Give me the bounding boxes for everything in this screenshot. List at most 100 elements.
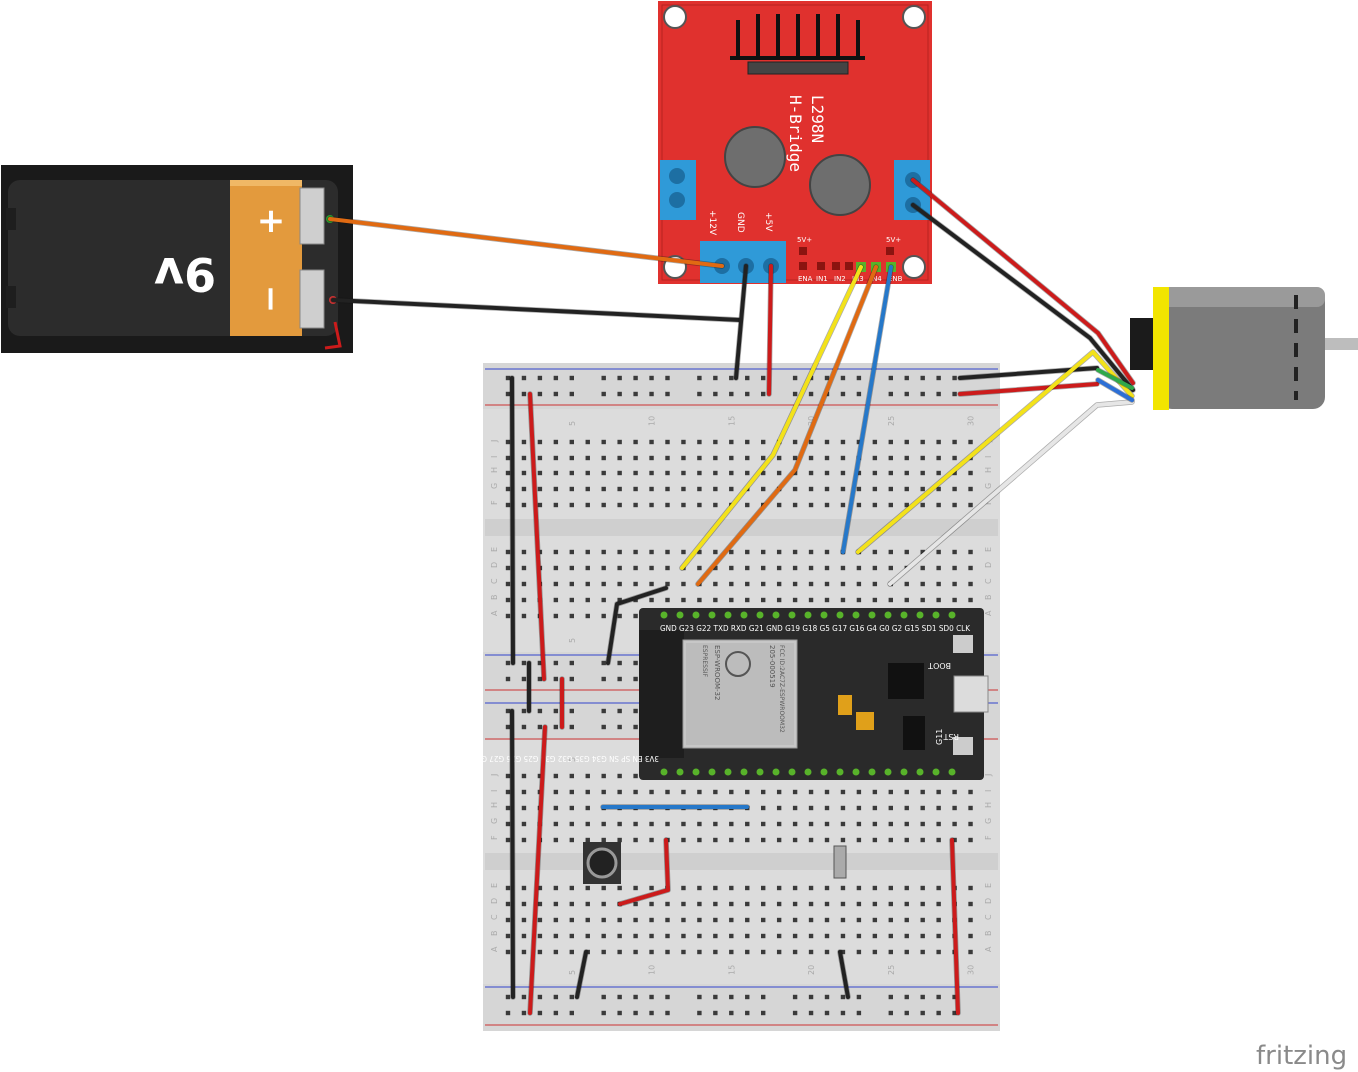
esp32-pin: [724, 768, 732, 776]
breadboard-hole: [585, 933, 590, 939]
breadboard-hole: [776, 789, 782, 795]
row-letter: G: [490, 483, 499, 489]
breadboard-hole: [681, 455, 686, 461]
breadboard-hole: [569, 486, 574, 492]
breadboard-hole: [888, 885, 893, 891]
breadboard-hole: [920, 470, 925, 476]
breadboard-hole: [920, 455, 925, 461]
breadboard-hole: [633, 933, 638, 939]
breadboard-hole: [792, 470, 798, 476]
breadboard-hole: [505, 597, 511, 603]
breadboard-hole: [521, 821, 527, 827]
column-number: 30: [967, 965, 976, 975]
breadboard-hole: [649, 455, 654, 461]
rail-hole: [617, 724, 622, 730]
breadboard-hole: [920, 549, 925, 555]
rail-hole: [633, 724, 638, 730]
breadboard-hole: [713, 470, 718, 476]
breadboard-hole: [952, 439, 957, 445]
breadboard-hole: [713, 502, 718, 508]
rail-hole: [601, 994, 606, 1000]
row-letter: F: [984, 835, 993, 840]
breadboard-hole: [792, 549, 798, 555]
breadboard-hole: [776, 470, 782, 476]
esp32-pin: [932, 611, 940, 619]
breadboard-hole: [553, 805, 559, 811]
esp32-pin: [900, 611, 908, 619]
breadboard-hole: [968, 470, 973, 476]
breadboard-hole: [585, 439, 590, 445]
breadboard-hole: [665, 565, 670, 571]
hbridge-header-5v-right: 5V+: [886, 236, 901, 244]
rail-hole: [505, 994, 511, 1000]
esp32-pin: [692, 768, 700, 776]
rail-hole: [521, 660, 527, 666]
hbridge-pin-in4: IN4: [870, 275, 882, 283]
breadboard-hole: [601, 917, 606, 923]
breadboard-hole: [713, 581, 718, 587]
esp32-pin: [740, 768, 748, 776]
breadboard-hole: [617, 613, 622, 619]
breadboard-hole: [872, 502, 878, 508]
breadboard-hole: [681, 549, 686, 555]
rail-hole: [936, 391, 941, 397]
breadboard-hole: [745, 789, 750, 795]
hbridge-pin-12v: +12V: [707, 210, 717, 236]
breadboard-hole: [776, 805, 782, 811]
breadboard-hole: [761, 581, 766, 587]
rail-hole: [569, 391, 574, 397]
rail-hole: [808, 1010, 814, 1016]
breadboard-hole: [856, 821, 862, 827]
breadboard-hole: [888, 933, 893, 939]
breadboard-hole: [553, 933, 559, 939]
breadboard-hole: [713, 455, 718, 461]
breadboard-hole: [761, 805, 766, 811]
breadboard-hole: [521, 565, 527, 571]
breadboard-hole: [904, 885, 909, 891]
pushbutton: [833, 845, 847, 879]
breadboard-hole: [808, 581, 814, 587]
breadboard-hole: [633, 502, 638, 508]
breadboard-hole: [776, 597, 782, 603]
esp32-g11-label: G11: [935, 729, 944, 745]
breadboard-hole: [617, 565, 622, 571]
rail-hole: [617, 391, 622, 397]
rail-hole: [553, 676, 559, 682]
rail-hole: [633, 994, 638, 1000]
wire-rail-5v: [958, 382, 1099, 396]
breadboard-hole: [888, 805, 893, 811]
rail-hole: [840, 391, 846, 397]
breadboard-hole: [856, 439, 862, 445]
breadboard-hole: [697, 565, 702, 571]
breadboard-hole: [729, 581, 734, 587]
breadboard-hole: [920, 439, 925, 445]
breadboard-hole: [792, 901, 798, 907]
breadboard-hole: [904, 455, 909, 461]
breadboard-hole: [537, 949, 543, 955]
breadboard-hole: [649, 439, 654, 445]
breadboard-hole: [761, 885, 766, 891]
breadboard-hole: [792, 439, 798, 445]
rail-hole: [697, 391, 702, 397]
l298n-hbridge: L298N H-Bridge +12V GND +5V 5V+ 5V+ ENA …: [658, 1, 932, 284]
esp32-pin: [836, 768, 844, 776]
breadboard-hole: [920, 837, 925, 843]
row-letter: H: [490, 467, 499, 473]
breadboard-hole: [569, 597, 574, 603]
breadboard-hole: [936, 597, 941, 603]
breadboard-hole: [585, 885, 590, 891]
breadboard-hole: [888, 901, 893, 907]
breadboard-hole: [776, 549, 782, 555]
rail-hole: [537, 391, 543, 397]
breadboard-hole: [537, 455, 543, 461]
breadboard-hole: [840, 805, 846, 811]
row-letter: H: [490, 802, 499, 808]
rail-hole: [521, 375, 527, 381]
esp32-pin: [884, 768, 892, 776]
breadboard-hole: [968, 885, 973, 891]
breadboard-hole: [617, 549, 622, 555]
esp32-pin: [708, 611, 716, 619]
breadboard-hole: [553, 885, 559, 891]
fritzing-watermark: fritzing: [1256, 1041, 1347, 1071]
esp32-pin: [660, 768, 668, 776]
